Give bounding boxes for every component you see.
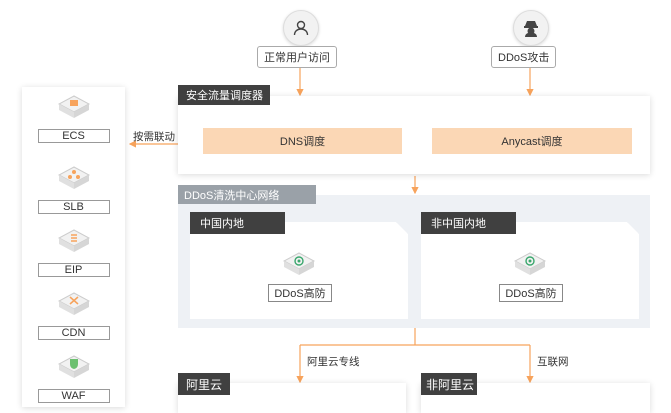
attacker-icon <box>513 10 549 46</box>
product-waf: WAF <box>22 355 125 403</box>
waf-icon <box>57 355 90 378</box>
product-eip: EIP <box>22 229 125 277</box>
product-ecs: ECS <box>22 95 125 143</box>
aliyun-title: 阿里云 <box>178 373 230 395</box>
anti-ddos-china-icon <box>283 252 315 275</box>
product-label: EIP <box>37 263 110 277</box>
anti-ddos-china-label: DDoS高防 <box>268 284 332 302</box>
dedicated-line-label: 阿里云专线 <box>307 356 360 368</box>
slb-icon <box>57 166 90 189</box>
product-label: SLB <box>37 200 110 214</box>
eip-icon <box>57 229 90 252</box>
anycast-schedule-box: Anycast调度 <box>432 128 632 154</box>
cdn-icon <box>57 292 90 315</box>
normal-user-icon <box>283 10 319 46</box>
connector-layer <box>128 63 534 384</box>
non-aliyun-title: 非阿里云 <box>421 373 477 395</box>
internet-label: 互联网 <box>537 356 569 368</box>
overseas-region-title: 非中国内地 <box>421 212 516 234</box>
on-demand-link-label: 按需联动 <box>133 131 175 143</box>
china-region-title: 中国内地 <box>190 212 285 234</box>
product-cdn: CDN <box>22 292 125 340</box>
dns-schedule-box: DNS调度 <box>203 128 402 154</box>
product-label: ECS <box>37 129 110 143</box>
anti-ddos-overseas-icon <box>514 252 546 275</box>
normal-user-label: 正常用户访问 <box>257 46 337 68</box>
anti-ddos-overseas-label: DDoS高防 <box>499 284 563 302</box>
product-slb: SLB <box>22 166 125 214</box>
ecs-icon <box>57 95 90 118</box>
scheduler-title: 安全流量调度器 <box>178 85 270 105</box>
scrubbing-center-title: DDoS清洗中心网络 <box>178 185 316 204</box>
product-label: WAF <box>37 389 110 403</box>
product-label: CDN <box>37 326 110 340</box>
attacker-label: DDoS攻击 <box>491 46 557 68</box>
